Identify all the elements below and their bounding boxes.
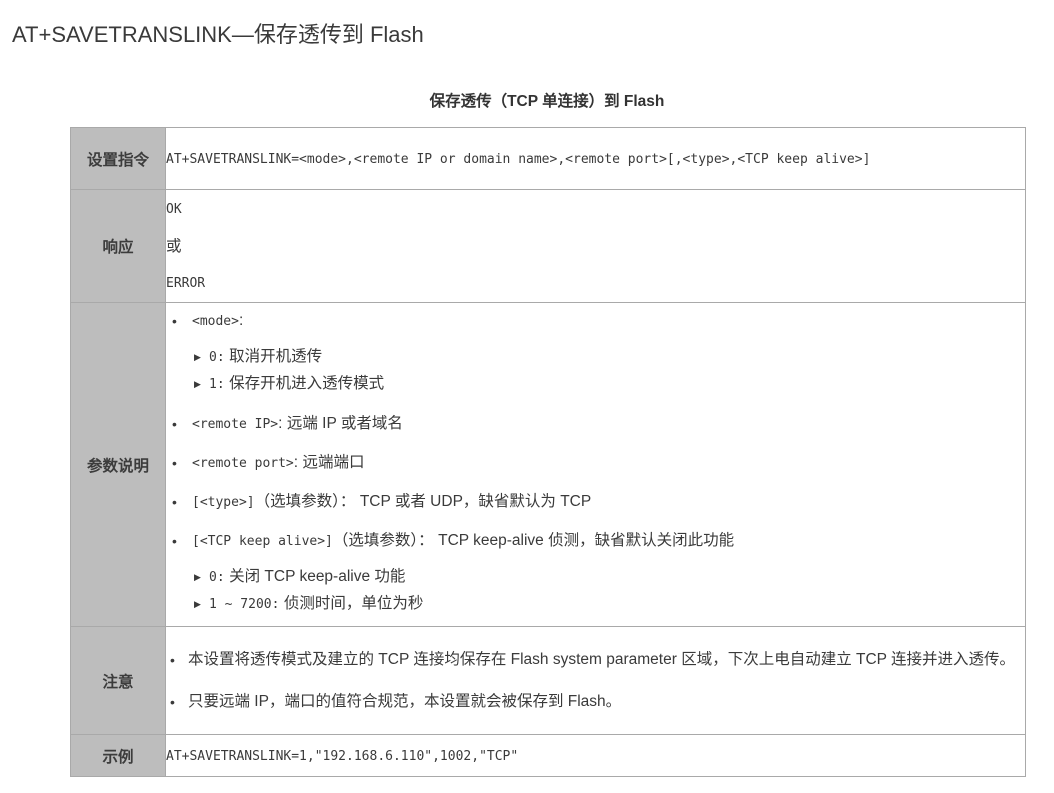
param-sep: : xyxy=(293,454,299,471)
table-row-parameters: 参数说明 • <mode>: ▶ 0: 取消开机透传 ▶ 1: xyxy=(70,302,1026,627)
param-sep: : xyxy=(278,415,283,432)
set-command-syntax: AT+SAVETRANSLINK=<mode>,<remote IP or do… xyxy=(166,151,871,167)
bullet-icon: • xyxy=(170,693,175,710)
table-row-example: 示例 AT+SAVETRANSLINK=1,"192.168.6.110",10… xyxy=(70,734,1026,777)
param-name: [<type>] xyxy=(192,495,255,510)
bullet-icon: • xyxy=(172,533,177,549)
param-name: [<TCP keep alive>] xyxy=(192,534,333,549)
triangle-right-icon: ▶ xyxy=(194,379,201,389)
triangle-right-icon: ▶ xyxy=(194,352,201,362)
note-text: 只要远端 IP，端口的值符合规范，本设置就会被保存到 Flash。 xyxy=(188,692,622,710)
param-item-remote-port: • <remote port>: 远端端口 xyxy=(166,451,1025,476)
note-item: • 只要远端 IP，端口的值符合规范，本设置就会被保存到 Flash。 xyxy=(166,690,1025,714)
table-row-notes: 注意 • 本设置将透传模式及建立的 TCP 连接均保存在 Flash syste… xyxy=(70,626,1026,735)
param-desc: TCP keep-alive 侦测，缺省默认关闭此功能 xyxy=(438,532,735,549)
table-caption: 保存透传（TCP 单连接）到 Flash xyxy=(429,93,665,110)
note-item: • 本设置将透传模式及建立的 TCP 连接均保存在 Flash system p… xyxy=(166,648,1025,672)
row-label-notes: 注意 xyxy=(70,626,166,735)
row-label-example: 示例 xyxy=(70,734,166,777)
note-text: 本设置将透传模式及建立的 TCP 连接均保存在 Flash system par… xyxy=(188,650,1016,668)
param-desc: TCP 或者 UDP，缺省默认为 TCP xyxy=(359,493,592,510)
parameter-list: • <mode>: ▶ 0: 取消开机透传 ▶ 1: 保存开机进入透传模式 xyxy=(166,303,1025,626)
param-sep: （选填参数）： xyxy=(332,532,434,549)
param-sub-item: ▶ 1 ~ 7200: 侦测时间，单位为秒 xyxy=(192,591,1025,618)
triangle-right-icon: ▶ xyxy=(194,572,201,582)
param-name: <mode> xyxy=(192,314,239,329)
response-or: 或 xyxy=(166,238,182,255)
param-name: <remote IP> xyxy=(192,417,279,432)
param-sub-item: ▶ 1: 保存开机进入透传模式 xyxy=(192,371,1025,398)
response-error: ERROR xyxy=(166,276,206,291)
bullet-icon: • xyxy=(172,455,177,471)
param-sub-desc: 保存开机进入透传模式 xyxy=(229,375,385,392)
param-name: <remote port> xyxy=(192,456,294,471)
param-item-mode: • <mode>: ▶ 0: 取消开机透传 ▶ 1: 保存开机进入透传模式 xyxy=(166,309,1025,398)
command-table: 设置指令 AT+SAVETRANSLINK=<mode>,<remote IP … xyxy=(70,127,1026,777)
table-row-set-command: 设置指令 AT+SAVETRANSLINK=<mode>,<remote IP … xyxy=(70,127,1026,190)
param-sub-desc: 关闭 TCP keep-alive 功能 xyxy=(229,568,406,585)
param-sub-key: 0: xyxy=(209,350,225,365)
row-label-parameters: 参数说明 xyxy=(70,302,166,627)
param-sep: （选填参数）： xyxy=(254,493,356,510)
bullet-icon: • xyxy=(172,416,177,432)
example-command: AT+SAVETRANSLINK=1,"192.168.6.110",1002,… xyxy=(166,748,519,764)
param-item-type: • [<type>]（选填参数）： TCP 或者 UDP，缺省默认为 TCP xyxy=(166,490,1025,515)
row-label-response: 响应 xyxy=(70,189,166,303)
param-item-tcp-keep-alive: • [<TCP keep alive>]（选填参数）： TCP keep-ali… xyxy=(166,529,1025,618)
param-sub-item: ▶ 0: 取消开机透传 xyxy=(192,344,1025,371)
param-sub-list: ▶ 0: 取消开机透传 ▶ 1: 保存开机进入透传模式 xyxy=(192,344,1025,398)
param-desc: 远端端口 xyxy=(302,454,365,471)
triangle-right-icon: ▶ xyxy=(194,599,201,609)
param-desc: 远端 IP 或者域名 xyxy=(286,415,403,432)
bullet-icon: • xyxy=(170,651,175,668)
notes-list: • 本设置将透传模式及建立的 TCP 连接均保存在 Flash system p… xyxy=(166,640,1025,722)
param-sub-desc: 侦测时间，单位为秒 xyxy=(283,595,424,612)
param-sep: : xyxy=(238,312,244,329)
param-sub-desc: 取消开机透传 xyxy=(229,348,323,365)
bullet-icon: • xyxy=(172,494,177,510)
param-sub-key: 1 ~ 7200: xyxy=(209,597,280,612)
param-item-remote-ip: • <remote IP>: 远端 IP 或者域名 xyxy=(166,412,1025,437)
param-sub-item: ▶ 0: 关闭 TCP keep-alive 功能 xyxy=(192,564,1025,591)
param-sub-list: ▶ 0: 关闭 TCP keep-alive 功能 ▶ 1 ~ 7200: 侦测… xyxy=(192,564,1025,618)
table-row-response: 响应 OK 或 ERROR xyxy=(70,189,1026,303)
response-ok: OK xyxy=(166,202,182,217)
row-label-set-command: 设置指令 xyxy=(70,127,166,190)
param-sub-key: 0: xyxy=(209,570,225,585)
param-sub-key: 1: xyxy=(209,377,225,392)
bullet-icon: • xyxy=(172,313,177,329)
page-title: AT+SAVETRANSLINK—保存透传到 Flash xyxy=(12,22,424,47)
